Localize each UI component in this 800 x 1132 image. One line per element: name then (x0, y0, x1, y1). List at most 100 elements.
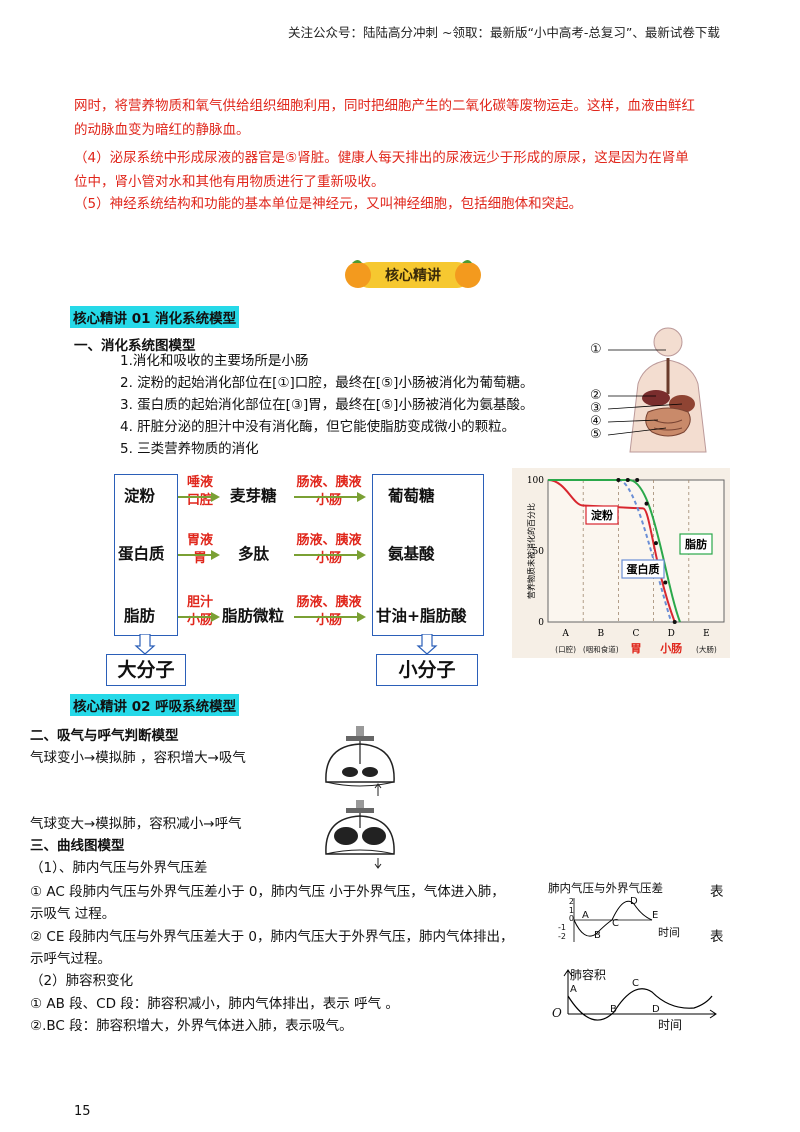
graph2-origin: O (552, 1006, 562, 1020)
list-item: 2. 淀粉的起始消化部位在[①]口腔，最终在[⑤]小肠被消化为葡萄糖。 (120, 375, 534, 391)
section3-sub2: （2）肺容积变化 (30, 973, 134, 989)
x-tick-label: C (633, 629, 640, 639)
y-tick-label: 50 (533, 547, 545, 557)
starch-label: 淀粉 (124, 487, 156, 505)
body-label-4: ④ (590, 414, 602, 429)
graph1-title: 肺内气压与外界气压差 (548, 881, 663, 895)
section1-heading: 一、消化系统图模型 (74, 338, 196, 354)
protein-label: 蛋白质 (118, 545, 165, 563)
x-sub-label: (大肠) (696, 644, 717, 654)
x-sub-label: (咽和食道) (583, 644, 619, 654)
series-label-protein: 蛋白质 (627, 562, 660, 576)
x-sub-label: (口腔) (555, 644, 576, 654)
graph2-point: A (570, 984, 577, 995)
nutrient-digestion-flow: 淀粉 蛋白质 脂肪 唾液口腔 胃液胃 胆汁小肠 麦芽糖 多肽 脂肪微粒 肠液、胰… (104, 470, 488, 686)
x-sub-label: 小肠 (659, 641, 682, 655)
series-point (672, 620, 677, 624)
page-number: 15 (74, 1104, 91, 1119)
biao-2: 表 (710, 929, 724, 945)
section3-heading: 三、曲线图模型 (30, 838, 125, 854)
glucose-label: 葡萄糖 (388, 487, 435, 505)
y-tick-label: 100 (527, 476, 544, 486)
peptide-label: 多肽 (238, 545, 270, 563)
biao-1: 表 (710, 884, 724, 900)
graph2-point: B (610, 1004, 617, 1015)
graph1-yticks-neg: -1-2 (558, 923, 566, 941)
intro-line-4: 位中，肾小管对水和其他有用物质进行了重新吸收。 (74, 174, 385, 190)
graph2-point: D (652, 1004, 660, 1015)
flow-arrow (294, 492, 366, 502)
body-label-1: ① (590, 342, 602, 357)
macromolecule-tag: 大分子 (106, 654, 186, 686)
intro-line-5: （5）神经系统结构和功能的基本单位是神经元，又叫神经细胞，包括细胞体和突起。 (74, 196, 583, 212)
series-point (653, 541, 658, 546)
bell-jar-models (318, 724, 404, 870)
section3-p1b: 示吸气 过程。 (30, 906, 116, 922)
lung-volume-graph: 肺容积 O A B C D 时间 (548, 966, 720, 1034)
graph1-point: C (612, 918, 619, 929)
x-tick-label: A (561, 629, 569, 639)
list-item: 4. 肝脏分泌的胆汁中没有消化酶，但它能使脂肪变成微小的颗粒。 (120, 419, 516, 435)
section3-sub1: （1）、肺内气压与外界气压差 (30, 860, 208, 876)
series-point (616, 478, 621, 482)
x-tick-label: D (668, 629, 675, 639)
glycerol-fatty-acid-label: 甘油+脂肪酸 (376, 607, 467, 625)
graph1-xlabel: 时间 (658, 926, 680, 939)
graph1-point: A (582, 910, 589, 921)
body-label-5: ⑤ (590, 427, 602, 442)
inhale-model-text: 气球变小→模拟肺 ，容积增大→吸气 (30, 750, 246, 766)
graph2-title: 肺容积 (570, 968, 607, 982)
fat-droplet-label: 脂肪微粒 (222, 607, 285, 625)
intro-line-2: 的动脉血变为暗红的静脉血。 (74, 122, 250, 138)
series-label-box (679, 533, 713, 555)
fat-label: 脂肪 (124, 607, 156, 625)
x-tick-label: B (597, 629, 604, 639)
x-tick-label: E (703, 629, 710, 639)
graph1-point: B (594, 930, 601, 941)
series-line-3 (548, 479, 681, 623)
section3-p2a: ② CE 段肺内气压与外界气压差大于 0，肺内气压大于外界气压，肺内气体排出， (30, 929, 514, 945)
flow-arrow (294, 612, 366, 622)
section2-tag: 核心精讲 02 呼吸系统模型 (70, 694, 240, 716)
section2-heading: 二、吸气与呼气判断模型 (30, 728, 179, 744)
series-label-starch: 淀粉 (591, 508, 613, 522)
flow-arrow (178, 550, 220, 560)
graph2-xlabel: 时间 (658, 1018, 683, 1032)
intro-line-3: （4）泌尿系统中形成尿液的器官是⑤肾脏。健康人每天排出的尿液远少于形成的原尿，这… (74, 150, 689, 166)
body-label-2: ② (590, 388, 602, 403)
graph1-point: E (652, 910, 659, 921)
flow-arrow (294, 550, 366, 560)
core-badge: 核心精讲 (340, 256, 486, 292)
series-point (635, 478, 640, 482)
small-molecule-tag: 小分子 (376, 654, 478, 686)
maltose-label: 麦芽糖 (230, 487, 277, 505)
series-point (644, 501, 649, 506)
x-sub-label: 胃 (631, 642, 642, 655)
section1-list: 1.消化和吸收的主要场所是小肠 2. 淀粉的起始消化部位在[①]口腔，最终在[⑤… (120, 350, 533, 460)
flow-arrow (178, 492, 220, 502)
list-item: 5. 三类营养物质的消化 (120, 441, 259, 457)
series-point (663, 580, 668, 585)
series-label-fat: 脂肪 (684, 537, 707, 551)
series-point (625, 478, 630, 482)
flow-arrow (178, 612, 220, 622)
series-label-box (621, 559, 665, 579)
digestive-system-figure: ① ② ③ ④ ⑤ (586, 324, 750, 454)
y-axis-label: 营养物质未被消化的百分比 (526, 503, 536, 599)
digestion-chart-svg: 100 50 0 营养物质未被消化的百分比 A (口腔) B (咽和食道) C胃 D 小肠 E (大肠)… (526, 476, 725, 655)
section3-p3: ① AB 段、CD 段：肺容积减小，肺内气体排出，表示 呼气 。 (30, 996, 399, 1012)
section3-p1a: ① AC 段肺内气压与外界气压差小于 0，肺内气压 小于外界气压，气体进入肺， (30, 884, 505, 900)
section1-tag: 核心精讲 01 消化系统模型 (70, 306, 240, 328)
y-tick-label: 0 (538, 618, 544, 628)
graph2-point: C (632, 978, 639, 989)
section3-p2b: 示呼气过程。 (30, 951, 111, 967)
amino-acid-label: 氨基酸 (388, 545, 435, 563)
section3-p4: ②.BC 段：肺容积增大，外界气体进入肺，表示吸气。 (30, 1018, 353, 1034)
intro-line-1: 网时，将营养物质和氧气供给组织细胞利用，同时把细胞产生的二氧化碳等废物运走。这样… (74, 98, 695, 114)
list-item: 3. 蛋白质的起始消化部位在[③]胃，最终在[⑤]小肠被消化为氨基酸。 (120, 397, 534, 413)
graph1-point: D (630, 896, 638, 907)
list-item: 1.消化和吸收的主要场所是小肠 (120, 353, 309, 369)
